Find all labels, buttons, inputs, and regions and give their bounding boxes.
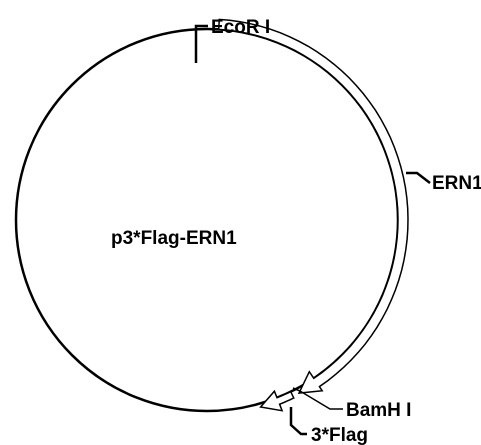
ecori-site-marker xyxy=(194,24,208,63)
flag-leader-line xyxy=(289,407,307,436)
flag-feature-arrow xyxy=(259,389,295,412)
bamhi-site-marker xyxy=(292,387,343,410)
plasmid-name-label: p3*Flag-ERN1 xyxy=(111,228,237,249)
plasmid-backbone xyxy=(14,27,400,413)
ern1-feature-arrow xyxy=(217,18,409,394)
ern1-leader-line xyxy=(406,171,431,184)
flag-label: 3*Flag xyxy=(311,425,368,445)
bamhi-label: BamH I xyxy=(346,400,411,421)
ecori-label: EcoR I xyxy=(211,17,270,38)
ern1-label: ERN1 xyxy=(432,173,481,194)
